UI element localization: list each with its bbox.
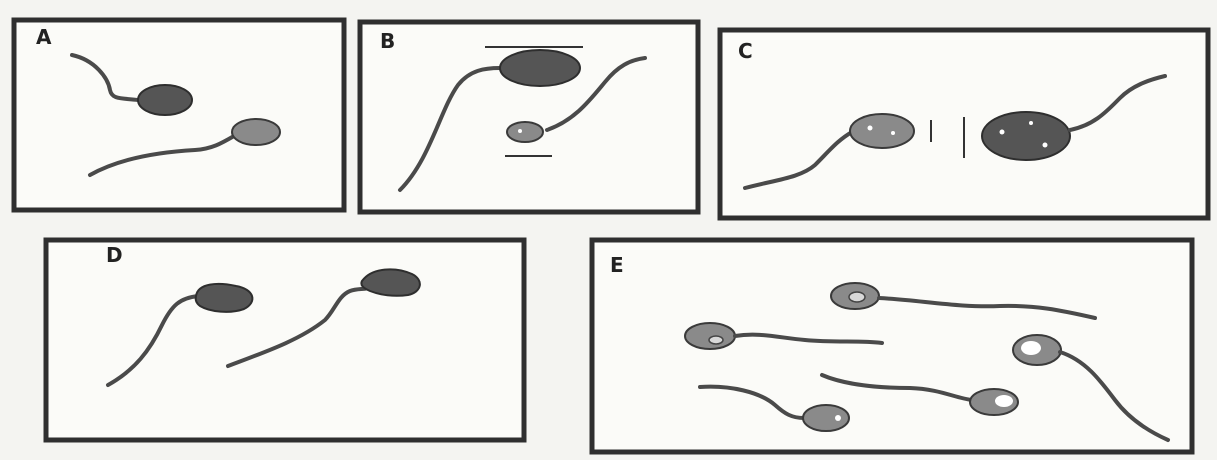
vacuole xyxy=(709,336,723,344)
vacuole xyxy=(1021,341,1041,355)
panel-a-background xyxy=(14,20,344,210)
sperm-head xyxy=(196,284,253,312)
vacuole xyxy=(891,131,895,135)
sperm-head xyxy=(361,269,419,295)
panel-e-background xyxy=(592,240,1192,452)
panel-d-letter: D xyxy=(106,243,123,267)
panel-a: A xyxy=(14,20,344,210)
vacuole xyxy=(835,415,841,421)
panel-c-letter: C xyxy=(738,39,753,63)
sperm-head xyxy=(138,85,192,115)
vacuole xyxy=(868,126,873,131)
panel-e-letter: E xyxy=(610,253,624,277)
sperm-head xyxy=(507,122,543,142)
panel-b: B xyxy=(360,22,698,212)
panel-e: E xyxy=(592,240,1192,452)
vacuole xyxy=(849,292,865,302)
sperm-head xyxy=(232,119,280,145)
vacuole xyxy=(1000,130,1005,135)
vacuole xyxy=(995,395,1013,407)
vacuole xyxy=(1029,121,1033,125)
sperm-head xyxy=(982,112,1070,160)
panel-c: C xyxy=(720,30,1208,218)
panel-d: D xyxy=(46,240,524,440)
panel-b-letter: B xyxy=(380,29,395,53)
sperm-head xyxy=(850,114,914,148)
vacuole xyxy=(518,129,522,133)
panel-a-letter: A xyxy=(36,25,52,49)
sperm-head xyxy=(803,405,849,431)
sperm-head xyxy=(685,323,735,349)
sperm-head xyxy=(500,50,580,86)
vacuole xyxy=(1043,143,1048,148)
panel-d-background xyxy=(46,240,524,440)
